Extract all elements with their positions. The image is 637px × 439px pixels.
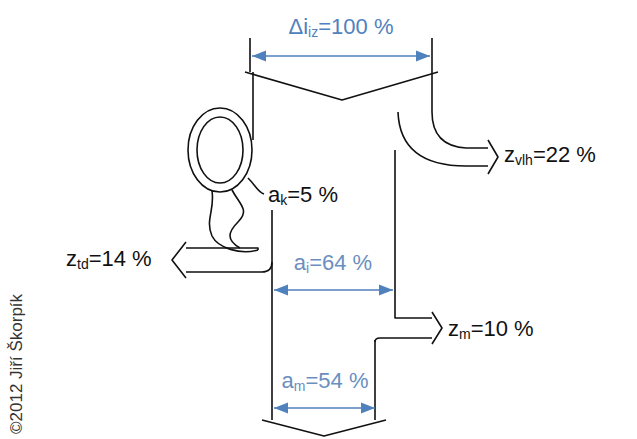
dimension-arrow (252, 55, 430, 57)
loss-arrow-body (375, 338, 432, 342)
loss-label: zvlh=22 % (502, 144, 598, 166)
loss-arrow-body (432, 72, 488, 148)
loop-tail (230, 190, 244, 248)
loss-arrow-head (488, 140, 498, 174)
efficiency-label: ai=64 % (292, 252, 374, 274)
band-edge (252, 72, 254, 140)
outlet-chevron (262, 420, 386, 436)
copyright-note: ©2012 Jiří Škorpík (8, 292, 25, 436)
leader-line (248, 178, 264, 194)
loop-inner (197, 117, 243, 183)
band-edge (395, 150, 432, 318)
loss-label: ztd=14 % (64, 248, 154, 270)
loop-tail (209, 191, 258, 252)
loss-label: zm=10 % (446, 318, 536, 340)
dimension-arrow (274, 407, 375, 409)
loss-arrow-head (172, 242, 186, 278)
loss-arrow-body (186, 210, 272, 272)
extension-line (250, 38, 432, 72)
dimension-arrow (274, 289, 393, 291)
total-drop-label: Δiiz=100 % (287, 16, 396, 38)
inlet-chevron (245, 72, 438, 100)
loop-outer (188, 108, 252, 192)
loss-arrow-head (432, 312, 442, 344)
efficiency-label: am=54 % (280, 370, 371, 392)
loss-label: ak=5 % (266, 184, 340, 206)
band-edge (272, 262, 375, 420)
loss-arrow-body (398, 112, 488, 166)
